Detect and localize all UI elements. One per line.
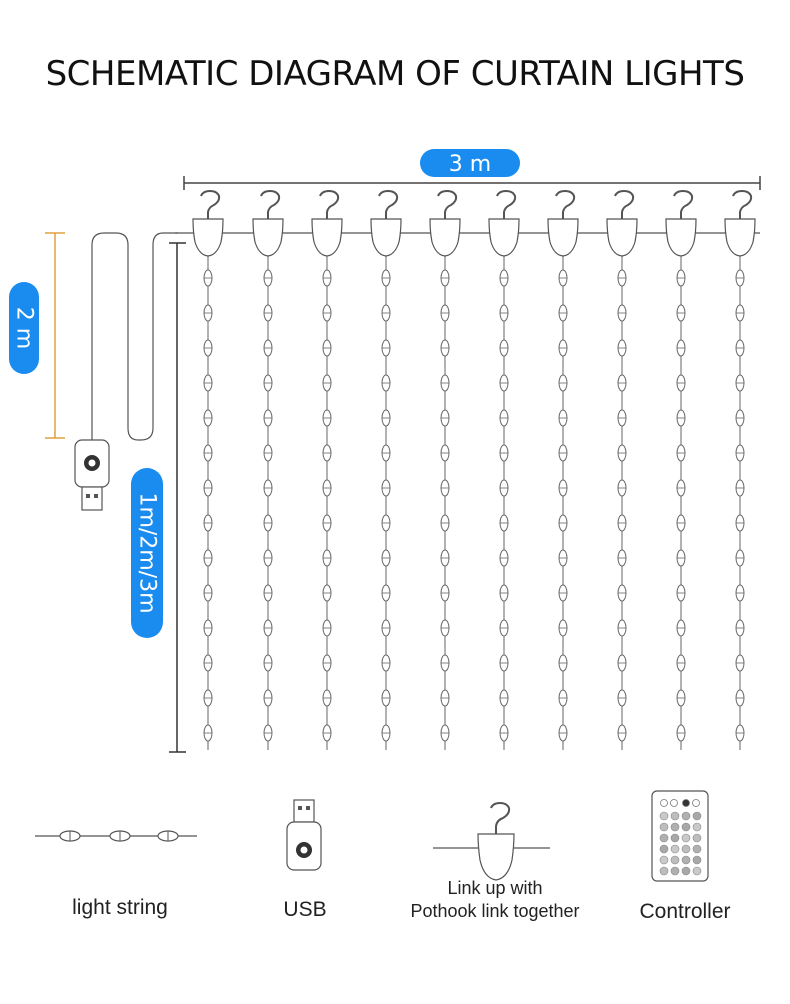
remote-button <box>659 822 669 832</box>
clip <box>252 218 284 257</box>
light-string-icon <box>35 830 197 842</box>
remote-button <box>670 833 680 843</box>
usb-label: USB <box>283 898 327 921</box>
remote-button <box>692 833 702 843</box>
pothook <box>732 189 753 219</box>
remote-button <box>670 844 680 854</box>
width-label-pill <box>420 149 520 177</box>
usb-cable <box>91 232 178 441</box>
remote-button <box>681 822 691 832</box>
light-strand <box>429 189 461 750</box>
clip <box>311 218 343 257</box>
remote-button <box>659 855 669 865</box>
remote-button <box>670 866 680 876</box>
remote-button <box>659 866 669 876</box>
diagram-title: SCHEMATIC DIAGRAM OF CURTAIN LIGHTS <box>45 54 745 94</box>
remote-button <box>659 833 669 843</box>
pothook <box>378 189 399 219</box>
light-strand <box>311 189 343 750</box>
pothook <box>260 189 281 219</box>
pothook-icon <box>433 801 550 881</box>
light-strand <box>488 189 520 750</box>
remote-button <box>692 799 700 807</box>
remote-button <box>692 844 702 854</box>
clip <box>488 218 520 257</box>
height-label-pill <box>131 468 163 638</box>
usb-plug <box>74 439 110 511</box>
pothook-label-line2: Pothook link together <box>410 901 580 921</box>
remote-button <box>681 811 691 821</box>
remote-button <box>692 822 702 832</box>
cable-length-dimension: 2 m <box>9 232 65 439</box>
remote-button <box>681 844 691 854</box>
remote-button <box>692 811 702 821</box>
light-strand <box>252 189 284 750</box>
remote-button <box>681 833 691 843</box>
remote-button <box>692 855 702 865</box>
remote-button <box>670 855 680 865</box>
remote-button <box>682 799 690 807</box>
width-label: 3 m <box>449 152 491 177</box>
remote-button <box>660 799 668 807</box>
pothook <box>555 189 576 219</box>
remote-button <box>659 811 669 821</box>
light-strand <box>606 189 638 750</box>
light-strands <box>192 189 756 750</box>
light-strand <box>547 189 579 750</box>
pothook <box>319 189 340 219</box>
remote-controller-icon <box>651 790 709 882</box>
clip <box>429 218 461 257</box>
light-strand <box>724 189 756 750</box>
cable-label: 2 m <box>12 307 37 349</box>
remote-button <box>659 844 669 854</box>
clip <box>665 218 697 257</box>
light-strand <box>370 189 402 750</box>
pothook <box>437 189 458 219</box>
light-strand <box>192 189 224 750</box>
remote-button <box>670 799 678 807</box>
height-dimension: 1m/2m/3m <box>131 242 186 753</box>
clip <box>547 218 579 257</box>
light-strand <box>665 189 697 750</box>
clip <box>192 218 224 257</box>
height-label: 1m/2m/3m <box>135 492 160 613</box>
remote-button <box>670 822 680 832</box>
usb-plug-icon <box>286 799 322 871</box>
pothook-label-line1: Link up with <box>447 878 543 898</box>
light-string-label: light string <box>72 896 168 919</box>
clip <box>370 218 402 257</box>
pothook <box>496 189 517 219</box>
pothook-label: Link up with Pothook link together <box>380 877 610 923</box>
pothook <box>200 189 221 219</box>
remote-button <box>670 811 680 821</box>
remote-button <box>681 866 691 876</box>
remote-button <box>692 866 702 876</box>
remote-button <box>681 855 691 865</box>
clip <box>724 218 756 257</box>
pothook <box>614 189 635 219</box>
clip <box>606 218 638 257</box>
pothook <box>673 189 694 219</box>
controller-label: Controller <box>639 900 731 923</box>
width-dimension: 3 m <box>183 149 761 190</box>
cable-label-pill <box>9 282 39 374</box>
